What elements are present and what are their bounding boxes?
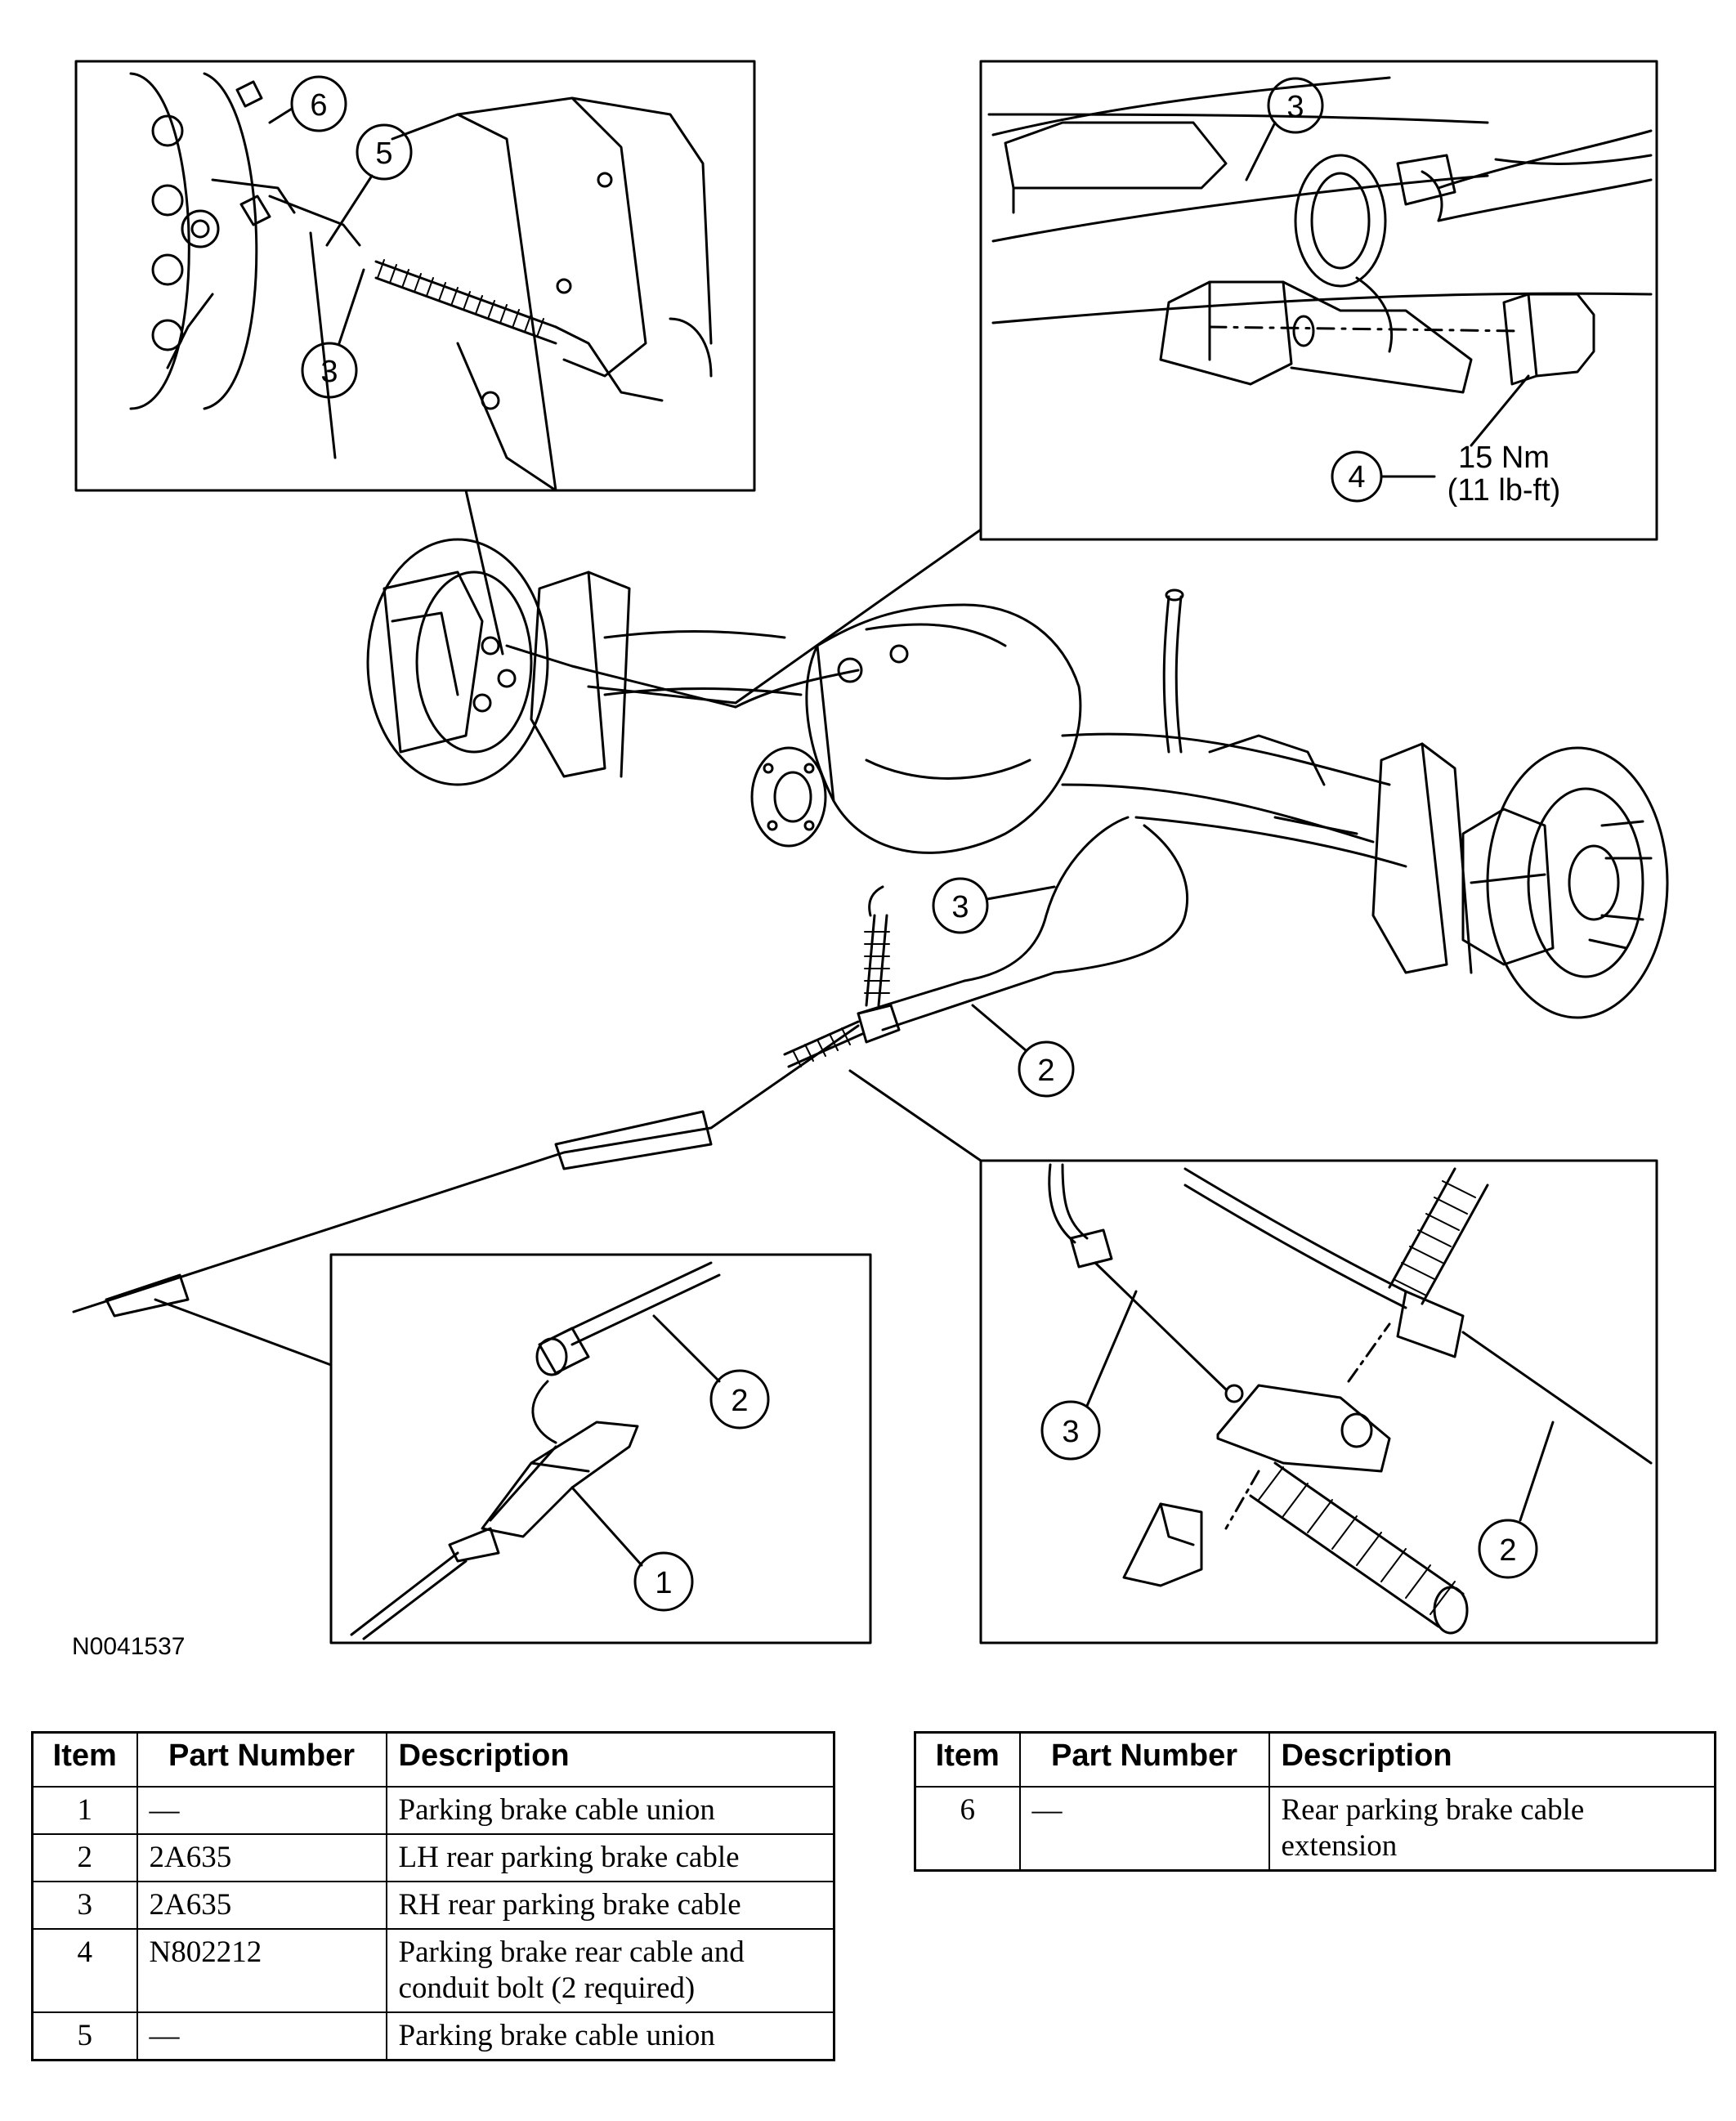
header-item: Item	[31, 1731, 138, 1788]
callout-1: 1	[655, 1566, 672, 1600]
figure-id: N0041537	[72, 1633, 186, 1660]
description-cell: LH rear parking brake cable	[385, 1833, 835, 1882]
table-row: 3 2A635 RH rear parking brake cable	[31, 1881, 835, 1930]
torque-imperial: (11 lb-ft)	[1447, 473, 1561, 508]
exploded-view-diagram: 6 5 3	[72, 60, 1669, 1644]
description-cell: RH rear parking brake cable	[385, 1881, 835, 1930]
torque-metric: 15 Nm	[1458, 441, 1550, 475]
header-description: Description	[1268, 1731, 1716, 1788]
callout-3: 3	[320, 355, 338, 389]
item-cell: 5	[31, 2011, 138, 2061]
table-header-row: Item Part Number Description	[31, 1731, 835, 1788]
callout-3: 3	[951, 890, 969, 924]
table-row: 1 — Parking brake cable union	[31, 1786, 835, 1835]
part-number-cell: N802212	[136, 1928, 387, 2013]
table-row: 6 — Rear parking brake cable extension	[914, 1786, 1716, 1872]
callout-2: 2	[1037, 1054, 1054, 1088]
part-number-cell: —	[1018, 1786, 1270, 1872]
inset-bottom-left: 2 1	[329, 1253, 872, 1644]
callout-6: 6	[310, 88, 327, 123]
part-number-cell: 2A635	[136, 1833, 387, 1882]
item-cell: 2	[31, 1833, 138, 1882]
table-row: 5 — Parking brake cable union	[31, 2011, 835, 2061]
header-description: Description	[385, 1731, 835, 1788]
callout-5: 5	[375, 136, 392, 171]
inset-top-right: 3 4 15 Nm (11 lb-ft)	[734, 60, 1658, 705]
callout-4: 4	[1348, 460, 1365, 494]
header-part-number: Part Number	[1018, 1731, 1270, 1788]
item-cell: 6	[914, 1786, 1021, 1872]
table-row: 2 2A635 LH rear parking brake cable	[31, 1833, 835, 1882]
parts-table-left: Item Part Number Description 1 — Parking…	[31, 1731, 835, 2061]
callout-2: 2	[731, 1384, 748, 1418]
description-cell: Parking brake cable union	[385, 1786, 835, 1835]
item-cell: 1	[31, 1786, 138, 1835]
parts-table-right: Item Part Number Description 6 — Rear pa…	[914, 1731, 1716, 1872]
description-cell: Parking brake rear cable and conduit bol…	[385, 1928, 835, 2013]
item-cell: 3	[31, 1881, 138, 1930]
inset-top-left: 6 5 3	[74, 60, 756, 656]
part-number-cell: —	[136, 1786, 387, 1835]
description-cell: Parking brake cable union	[385, 2011, 835, 2061]
callout-2: 2	[1499, 1533, 1516, 1568]
callout-3: 3	[1286, 90, 1304, 124]
part-number-cell: —	[136, 2011, 387, 2061]
part-number-cell: 2A635	[136, 1881, 387, 1930]
header-part-number: Part Number	[136, 1731, 387, 1788]
callout-3: 3	[1062, 1415, 1079, 1449]
table-header-row: Item Part Number Description	[914, 1731, 1716, 1788]
description-cell: Rear parking brake cable extension	[1268, 1786, 1716, 1872]
rear-axle-assembly: 3 2	[72, 538, 1669, 1367]
item-cell: 4	[31, 1928, 138, 2013]
header-item: Item	[914, 1731, 1021, 1788]
table-row: 4 N802212 Parking brake rear cable and c…	[31, 1928, 835, 2013]
inset-bottom-right: 3 2	[979, 1159, 1658, 1644]
